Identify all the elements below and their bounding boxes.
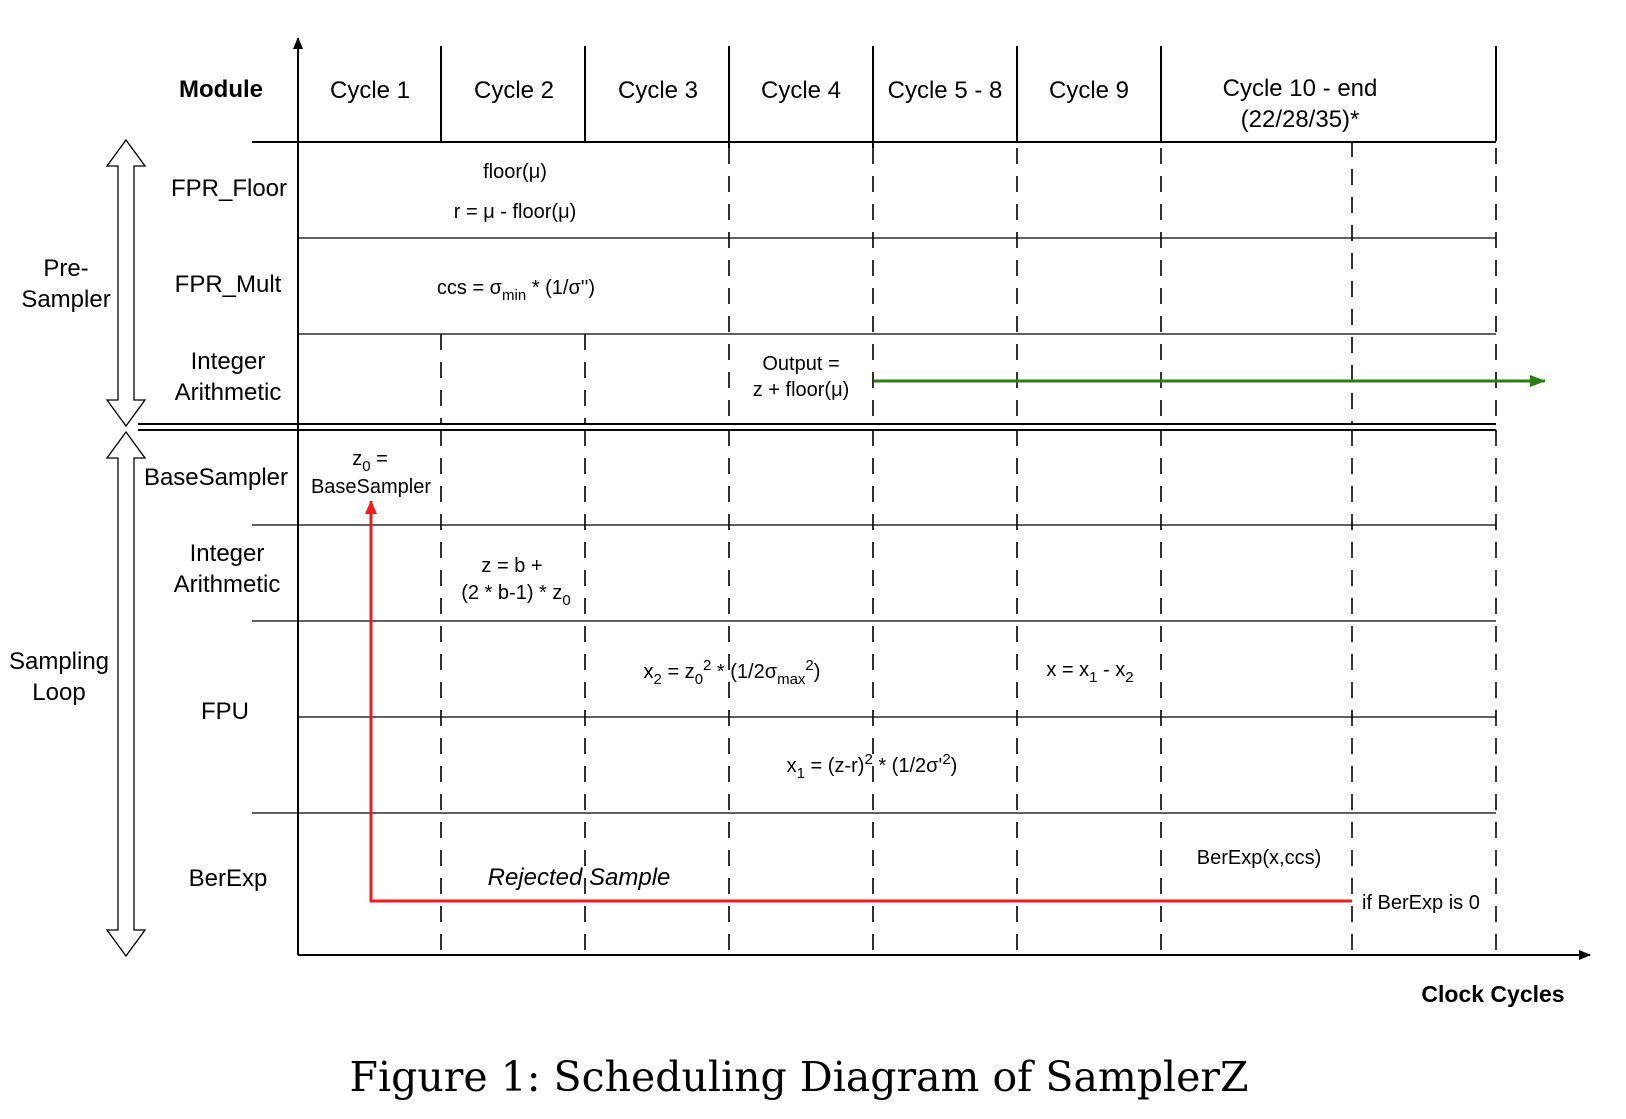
cycle-boundaries: [440, 141, 1497, 955]
module-base-sampler: BaseSampler: [144, 464, 288, 491]
sampling-loop-bracket-icon: [105, 430, 147, 958]
grid: [252, 37, 1591, 960]
rejected-sample-arrow: [365, 500, 1352, 903]
module-berexp: BerExp: [189, 865, 268, 892]
op-berexp: BerExp(x,ccs): [1197, 847, 1321, 869]
module-integer-arithmetic-1-line1: Integer: [191, 348, 266, 375]
op-x: x = x1 - x2: [1046, 659, 1133, 686]
sampling-loop-label-line2: Loop: [32, 679, 85, 706]
op-output-line1: Output =: [762, 353, 839, 375]
op-if-berexp-zero: if BerExp is 0: [1362, 892, 1480, 914]
cycle-9-header: Cycle 9: [1049, 77, 1129, 104]
op-z-line1: z = b +: [481, 555, 542, 577]
row-lines: [252, 237, 1496, 814]
module-integer-arithmetic-2-line1: Integer: [190, 540, 265, 567]
sampling-loop-label-line1: Sampling: [9, 648, 109, 675]
figure-caption: Figure 1: Scheduling Diagram of SamplerZ: [350, 1053, 1249, 1101]
op-ccs: ccs = σmin * (1/σ''): [437, 277, 595, 304]
cycle-1-header: Cycle 1: [330, 77, 410, 104]
op-x1: x1 = (z-r)2 * (1/2σ'2): [787, 751, 958, 782]
module-fpr-mult: FPR_Mult: [175, 271, 282, 298]
op-base-sampler: BaseSampler: [311, 476, 431, 498]
pre-sampler-bracket-icon: [105, 138, 147, 428]
group-brackets: [105, 138, 147, 958]
pre-sampler-label-line2: Sampler: [21, 286, 110, 313]
module-fpu: FPU: [201, 698, 249, 725]
cycle-4-header: Cycle 4: [761, 77, 841, 104]
module-fpr-floor: FPR_Floor: [171, 175, 287, 202]
cycle-counts-note: (22/28/35)*: [1241, 106, 1360, 133]
cycle-10-end-header: Cycle 10 - end: [1223, 75, 1378, 102]
cycle-3-header: Cycle 3: [618, 77, 698, 104]
group-separator: [138, 423, 1496, 431]
x-axis-label: Clock Cycles: [1421, 981, 1564, 1007]
module-integer-arithmetic-2-line2: Arithmetic: [174, 571, 281, 598]
module-integer-arithmetic-1-line2: Arithmetic: [175, 379, 282, 406]
op-output-line2: z + floor(μ): [753, 379, 850, 401]
cycle-2-header: Cycle 2: [474, 77, 554, 104]
op-r-equals: r = μ - floor(μ): [454, 201, 577, 223]
op-z0: z0 =: [352, 448, 388, 475]
cycle-5-8-header: Cycle 5 - 8: [888, 77, 1003, 104]
op-x2: x2 = z02 * (1/2σmax2): [644, 657, 821, 688]
op-z-line2: (2 * b-1) * z0: [461, 582, 571, 609]
rejected-sample-label: Rejected Sample: [488, 864, 671, 891]
pre-sampler-label-line1: Pre-: [43, 255, 88, 282]
op-floor-mu: floor(μ): [483, 161, 547, 183]
module-header: Module: [179, 76, 263, 103]
